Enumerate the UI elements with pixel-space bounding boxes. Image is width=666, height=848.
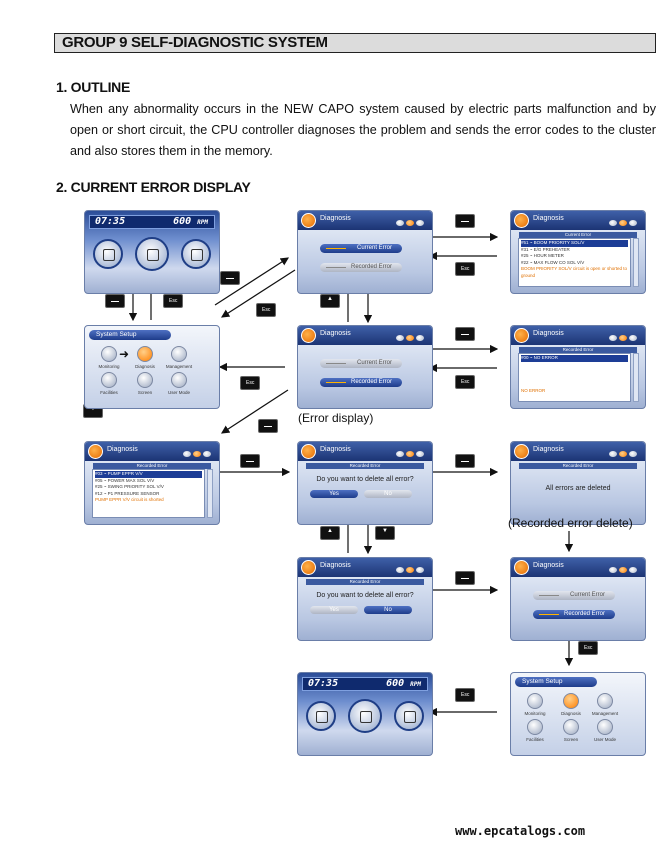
list-item[interactable]: #22 ~ MAX FLOW CO SOL V/V: [521, 259, 585, 265]
delete-dialog-screen: Diagnosis Recorded Error Do you want to …: [297, 441, 433, 525]
recorded-error-list-screen: Diagnosis Recorded Error #03 ~ PUMP EPPR…: [84, 441, 220, 525]
management-icon[interactable]: [597, 693, 613, 709]
enter-key-icon: [105, 294, 125, 308]
deleted-message: All errors are deleted: [545, 485, 611, 492]
outline-heading: 1. OUTLINE: [56, 79, 131, 95]
user-mode-icon[interactable]: [171, 372, 187, 388]
enter-key-icon: [220, 271, 240, 285]
recorded-error-button[interactable]: Recorded Error: [533, 610, 615, 619]
error-list[interactable]: #00 ~ NO ERROR NO ERROR: [518, 353, 631, 402]
no-button[interactable]: No: [364, 490, 412, 498]
recorded-error-button[interactable]: Recorded Error: [320, 378, 402, 387]
screen-icon[interactable]: [137, 372, 153, 388]
errors-deleted-screen: Diagnosis Recorded Error All errors are …: [510, 441, 646, 525]
home-screen: 07:35 600 RPM: [84, 210, 220, 294]
up-key-icon: [320, 526, 340, 540]
management-icon[interactable]: [171, 346, 187, 362]
diagnosis-icon[interactable]: [563, 693, 579, 709]
error-note: PUMP EPPR V/V circuit is shorted: [95, 497, 164, 502]
user-mode-icon[interactable]: [597, 719, 613, 735]
error-note: BOOM PRIORITY SOL/V circuit is open or s…: [521, 266, 627, 278]
display-heading: 2. CURRENT ERROR DISPLAY: [56, 179, 251, 195]
error-list[interactable]: #03 ~ PUMP EPPR V/V #05 ~ POWER MAX SOL …: [92, 469, 205, 518]
enter-key-icon: [455, 327, 475, 341]
list-item[interactable]: #05 ~ POWER MAX SOL V/V: [95, 477, 155, 483]
fuel-gauge-icon: [135, 237, 169, 271]
enter-key-icon: [240, 454, 260, 468]
time-readout: 07:35: [95, 216, 126, 227]
system-setup-screen: System Setup Monitoring Diagnosis Manage…: [510, 672, 646, 756]
enter-key-icon: [258, 419, 278, 433]
esc-key-icon: [578, 641, 598, 655]
facilities-icon[interactable]: [101, 372, 117, 388]
list-item[interactable]: #51 ~ BOOM PRIORITY SOL/V: [521, 240, 628, 247]
engine-gauge-icon: [93, 239, 123, 269]
recorded-error-button[interactable]: Recorded Error: [320, 263, 402, 272]
screen-title: Diagnosis: [320, 215, 351, 222]
up-key-icon: [320, 294, 340, 308]
current-error-button[interactable]: Current Error: [320, 359, 402, 368]
error-display-caption: (Error display): [298, 411, 374, 425]
delete-question: Do you want to delete all error?: [316, 476, 414, 483]
enter-key-icon: [455, 214, 475, 228]
no-error-screen: Diagnosis Recorded Error #00 ~ NO ERROR …: [510, 325, 646, 409]
footer-url: www.epcatalogs.com: [455, 824, 586, 838]
list-item[interactable]: #12 ~ P1 PRESSURE SENSOR: [95, 490, 160, 496]
rpm-readout: 600: [173, 216, 192, 227]
enter-key-icon: [455, 454, 475, 468]
list-header: Current Error: [519, 232, 637, 238]
no-button[interactable]: No: [364, 606, 412, 614]
screen-icon[interactable]: [563, 719, 579, 735]
list-item[interactable]: #25 ~ HOUR METER: [521, 253, 564, 258]
temp-gauge-icon: [181, 239, 211, 269]
monitoring-icon[interactable]: [527, 693, 543, 709]
esc-key-icon: [455, 688, 475, 702]
list-item[interactable]: #25 ~ SWING PRIORITY SOL V/V: [95, 484, 164, 489]
yes-button[interactable]: Yes: [310, 606, 358, 614]
list-item[interactable]: #03 ~ PUMP EPPR V/V: [95, 471, 202, 478]
diagnosis-screen: Diagnosis Current Error Recorded Error: [297, 210, 433, 294]
setup-title: System Setup: [89, 330, 171, 340]
status-bar: 07:35 600 RPM: [89, 215, 215, 229]
yes-button[interactable]: Yes: [310, 490, 358, 498]
delete-dialog-screen: Diagnosis Recorded Error Do you want to …: [297, 557, 433, 641]
monitoring-icon[interactable]: [101, 346, 117, 362]
enter-key-icon: [455, 571, 475, 585]
group-title: GROUP 9 SELF-DIAGNOSTIC SYSTEM: [54, 33, 656, 53]
current-error-button[interactable]: Current Error: [320, 244, 402, 253]
esc-key-icon: [256, 303, 276, 317]
list-item[interactable]: #31 ~ E/G PREHEATER: [521, 246, 570, 252]
down-key-icon: [375, 526, 395, 540]
home-screen: 07:35 600 RPM: [297, 672, 433, 756]
scrollbar[interactable]: [633, 238, 639, 287]
diagnosis-screen: Diagnosis Current Error Recorded Error: [510, 557, 646, 641]
outline-text: When any abnormality occurs in the NEW C…: [70, 102, 656, 158]
recorded-delete-caption: (Recorded error delete): [508, 516, 633, 530]
error-note: NO ERROR: [521, 387, 546, 393]
facilities-icon[interactable]: [527, 719, 543, 735]
current-error-list-screen: Diagnosis Current Error #51 ~ BOOM PRIOR…: [510, 210, 646, 294]
esc-key-icon: [163, 294, 183, 308]
diagnosis-logo-icon: [301, 213, 316, 228]
list-item[interactable]: #00 ~ NO ERROR: [521, 355, 628, 362]
esc-key-icon: [240, 376, 260, 390]
diagnosis-icon[interactable]: [137, 346, 153, 362]
esc-key-icon: [455, 375, 475, 389]
esc-key-icon: [455, 262, 475, 276]
system-setup-screen: System Setup ➜ Monitoring Diagnosis Mana…: [84, 325, 220, 409]
current-error-button[interactable]: Current Error: [533, 591, 615, 600]
diagnosis-screen: Diagnosis Current Error Recorded Error: [297, 325, 433, 409]
rpm-unit: RPM: [197, 219, 208, 226]
error-list[interactable]: #51 ~ BOOM PRIORITY SOL/V #31 ~ E/G PREH…: [518, 238, 631, 287]
